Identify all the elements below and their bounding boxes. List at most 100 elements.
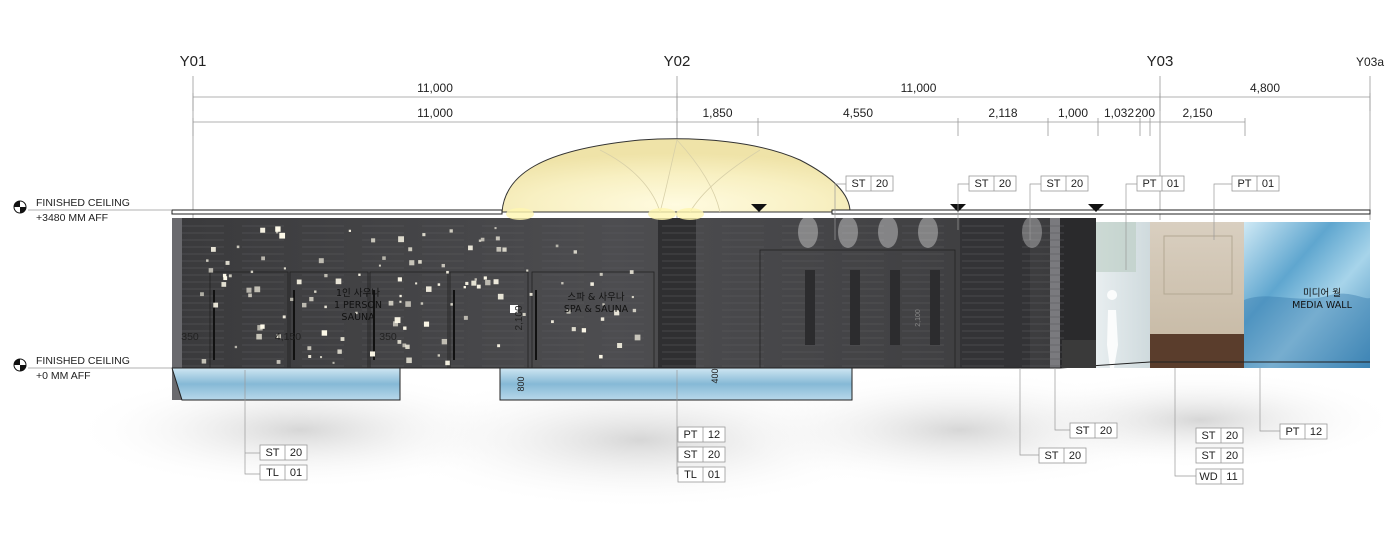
sparkle-light <box>335 278 342 285</box>
material-tag-number: 12 <box>1310 426 1322 438</box>
dimension-label: 11,000 <box>901 81 937 95</box>
ceiling-lights <box>200 226 641 366</box>
sparkle-light <box>561 282 564 285</box>
sparkle-light <box>348 229 352 232</box>
material-tag <box>1195 427 1244 444</box>
sparkle-light <box>321 330 328 336</box>
fog-cloud <box>70 370 1400 510</box>
sparkle-light <box>213 302 219 308</box>
sparkle-light <box>275 231 279 234</box>
material-tag <box>1136 175 1185 192</box>
wall-niches <box>805 270 940 345</box>
material-tag <box>677 466 726 483</box>
wood-base <box>1150 334 1244 368</box>
leader-line <box>244 370 260 475</box>
material-tag-code: ST <box>265 447 279 459</box>
sparkle-light <box>221 282 227 287</box>
sparkle-light <box>256 333 262 340</box>
dimension-label: 11,000 <box>417 81 453 95</box>
room-media-en: MEDIA WALL <box>1292 300 1352 311</box>
dome-ribs <box>599 139 761 213</box>
dimension-label: 4,550 <box>843 106 873 120</box>
media-wall <box>1244 222 1370 368</box>
material-tag-code: ST <box>1075 425 1089 437</box>
sparkle-light <box>437 354 440 357</box>
material-tag-number: 01 <box>290 467 302 479</box>
inner-dimensions: 350 4,150 350 2,100 800 400 2,100 <box>181 305 922 391</box>
grid-label: Y02 <box>664 53 691 70</box>
material-tag-code: ST <box>683 449 697 461</box>
material-tag-number: 20 <box>1226 450 1238 462</box>
material-tag-code: TL <box>266 467 279 479</box>
sparkle-light <box>573 250 577 254</box>
sparkle-light <box>276 334 281 339</box>
material-tag <box>1195 447 1244 464</box>
sparkle-light <box>318 258 324 264</box>
sparkle-light <box>228 274 232 278</box>
sparkle-light <box>257 325 263 331</box>
sparkle-light <box>392 321 399 327</box>
leader-line <box>1019 368 1039 456</box>
material-tag-number: 20 <box>1100 425 1112 437</box>
sparkle-light <box>449 229 453 233</box>
sparkle-light <box>290 297 294 302</box>
sparkle-light <box>398 236 405 243</box>
sparkle-light <box>502 247 507 252</box>
sparkle-light <box>222 273 227 278</box>
sparkle-light <box>497 344 501 348</box>
room-spa-en: SPA & SAUNA <box>564 304 629 315</box>
material-tag <box>845 175 894 192</box>
material-tag-number: 12 <box>708 429 720 441</box>
sparkle-light <box>566 309 571 314</box>
sparkle-light <box>248 293 252 298</box>
sparkle-light <box>275 226 281 232</box>
material-tag-code: ST <box>1044 450 1058 462</box>
sparkle-light <box>529 292 533 296</box>
sparkle-light <box>496 246 502 252</box>
sparkle-light <box>590 282 594 286</box>
material-tag-code: PT <box>1285 426 1299 438</box>
sparkle-light <box>320 356 323 359</box>
room-media-ko: 미디어 월 <box>1303 287 1341 299</box>
stone-panel <box>1150 222 1244 334</box>
floor-line <box>400 361 1370 369</box>
sparkle-light <box>629 270 634 274</box>
sparkle-light <box>402 343 407 348</box>
material-tag-code: PT <box>1237 178 1251 190</box>
sparkle-light <box>261 256 266 261</box>
dimension-label: 2,118 <box>988 106 1017 120</box>
sparkle-light <box>634 334 641 341</box>
leader-line <box>1029 183 1041 240</box>
sparkle-light <box>445 360 450 366</box>
sparkle-light <box>337 349 342 354</box>
sparkle-light <box>296 279 302 285</box>
media-wave <box>1244 293 1370 368</box>
person-silhouette <box>1107 290 1118 368</box>
material-tag-number: 20 <box>1071 178 1083 190</box>
stone-texture <box>182 225 1064 367</box>
sparkle-light <box>526 269 529 272</box>
sparkle-light <box>358 273 361 276</box>
sparkle-light <box>408 247 413 252</box>
sparkle-light <box>631 295 634 299</box>
material-tag <box>1195 468 1244 485</box>
room-spa-ko: 스파 & 사우나 <box>567 292 624 303</box>
material-tag <box>677 446 726 463</box>
stone-wall <box>172 218 1060 368</box>
sparkle-light <box>465 281 469 286</box>
sparkle-light <box>415 282 418 285</box>
sparkle-light <box>283 267 286 270</box>
room-labels: 1인 사우나 1 PERSON SAUNA 스파 & 사우나 SPA & SAU… <box>334 287 1353 323</box>
sparkle-light <box>493 279 499 285</box>
sparkle-light <box>382 256 386 260</box>
sparkle-light <box>260 324 265 329</box>
sparkle-light <box>250 270 254 274</box>
sparkle-light <box>602 303 605 306</box>
dimension-label: 2,150 <box>1182 106 1212 120</box>
material-tag-number: 01 <box>1167 178 1179 190</box>
sparkle-light <box>405 301 411 307</box>
leader-line <box>957 183 969 230</box>
